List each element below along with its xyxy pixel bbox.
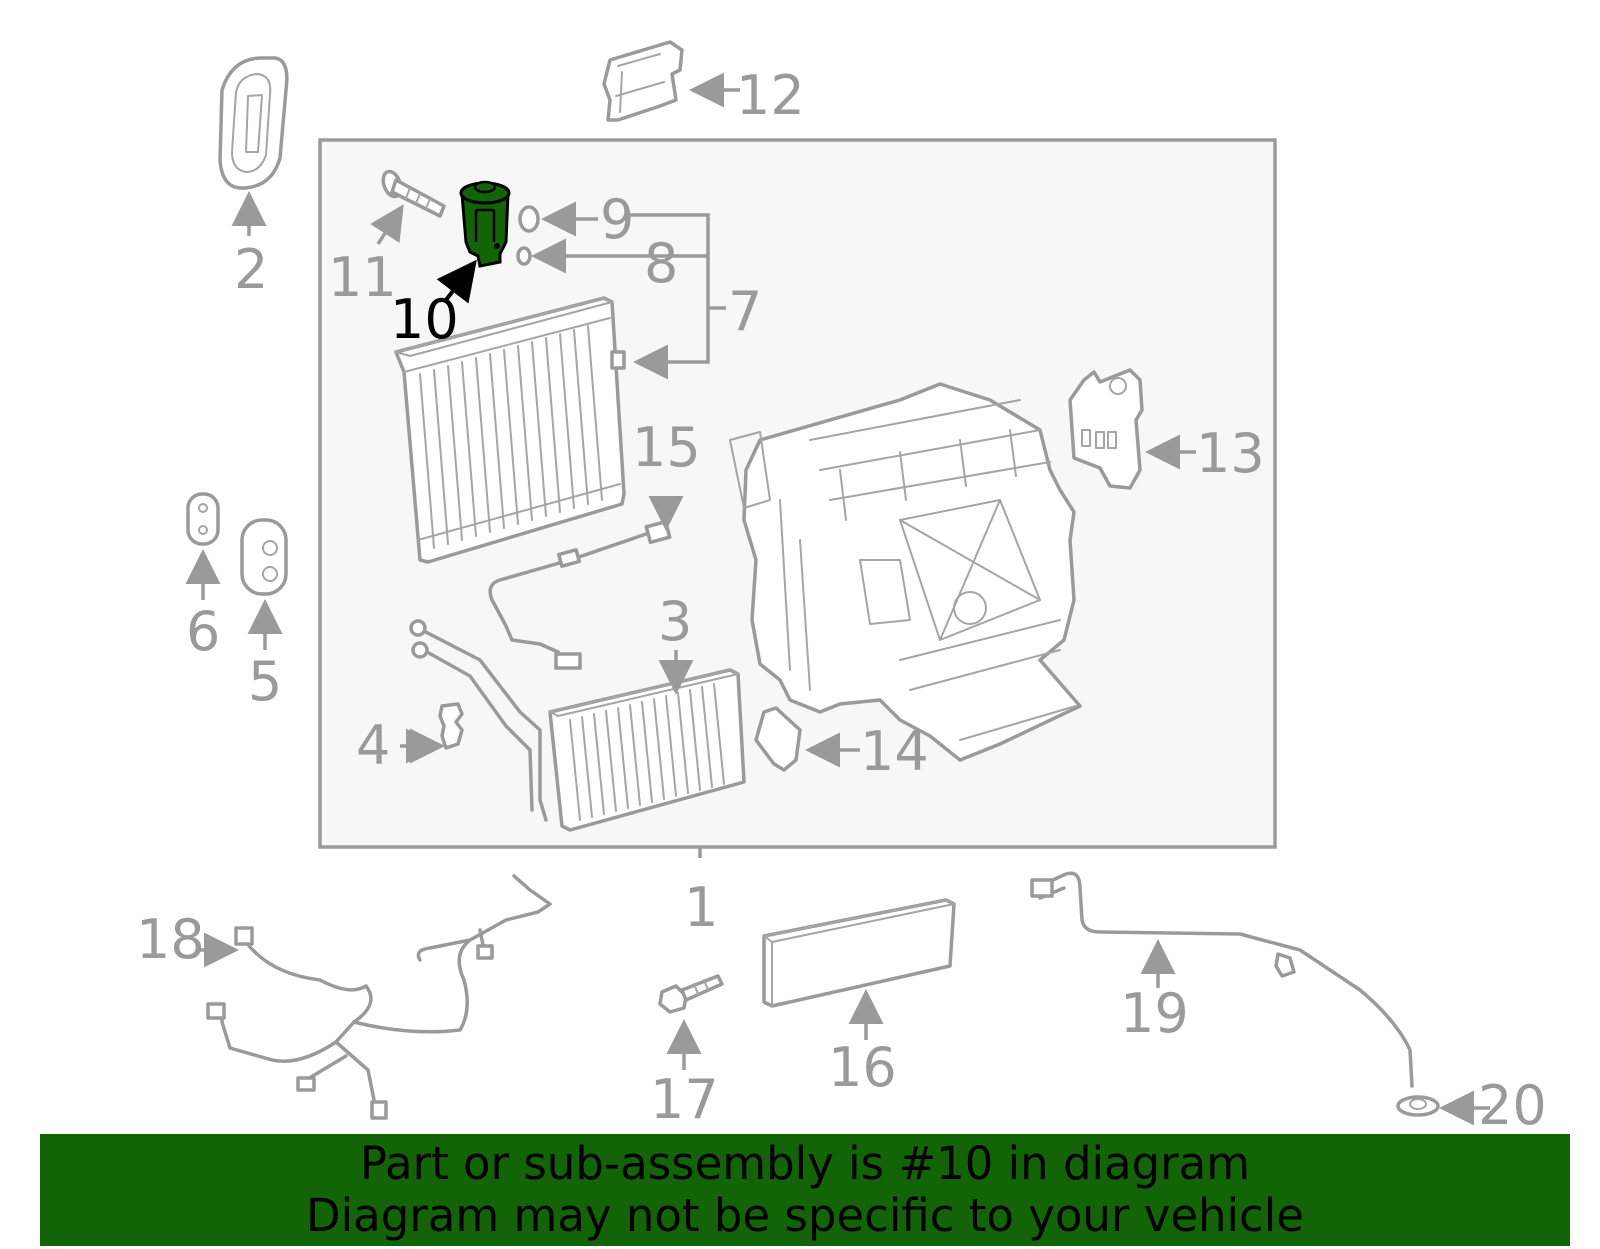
callout-3: 3 xyxy=(658,590,692,653)
leader-lines xyxy=(185,72,1490,1126)
part-5-drawing xyxy=(240,518,288,596)
part-6-drawing xyxy=(186,492,220,546)
info-banner: Part or sub-assembly is #10 in diagram D… xyxy=(40,1134,1570,1246)
part-17-drawing xyxy=(658,974,724,1014)
callout-10[interactable]: 10 xyxy=(390,288,459,351)
part-14-drawing xyxy=(754,706,802,772)
part-16-drawing xyxy=(762,898,956,1008)
callout-13: 13 xyxy=(1196,422,1265,485)
callout-8: 8 xyxy=(644,232,678,295)
callout-2: 2 xyxy=(234,238,268,301)
callout-7: 7 xyxy=(728,280,762,343)
callout-labels: 1 2 3 4 5 6 7 8 9 10 11 12 13 14 15 16 1… xyxy=(136,64,1547,1137)
callout-15: 15 xyxy=(632,416,701,479)
part-9-drawing xyxy=(518,205,540,233)
callout-16: 16 xyxy=(828,1036,897,1099)
part-2-drawing xyxy=(218,56,289,190)
callout-12: 12 xyxy=(736,64,805,127)
part-20-drawing xyxy=(1396,1095,1440,1117)
callout-9: 9 xyxy=(600,188,634,251)
part-10-expansion-valve[interactable] xyxy=(459,180,511,268)
heater-case-drawing xyxy=(729,382,1082,762)
callout-1: 1 xyxy=(684,876,718,939)
callout-14: 14 xyxy=(860,720,929,783)
part-7-evaporator xyxy=(394,296,626,564)
callout-4: 4 xyxy=(356,714,390,777)
callout-11: 11 xyxy=(328,246,397,309)
callout-20: 20 xyxy=(1478,1074,1547,1137)
part-13-drawing xyxy=(1068,368,1144,490)
callout-18: 18 xyxy=(136,908,205,971)
callout-17: 17 xyxy=(650,1068,719,1131)
part-8-drawing xyxy=(516,246,532,266)
callout-6: 6 xyxy=(186,600,220,663)
banner-line-1: Part or sub-assembly is #10 in diagram xyxy=(359,1137,1251,1190)
part-19-drawing xyxy=(1030,871,1414,1088)
banner-line-2: Diagram may not be specific to your vehi… xyxy=(306,1189,1304,1242)
part-18-drawing xyxy=(206,874,552,1120)
part-12-drawing xyxy=(602,40,684,122)
callout-5: 5 xyxy=(248,650,282,713)
callout-19: 19 xyxy=(1120,982,1189,1045)
part-11-drawing xyxy=(381,169,446,218)
part-4-drawing xyxy=(438,702,464,750)
